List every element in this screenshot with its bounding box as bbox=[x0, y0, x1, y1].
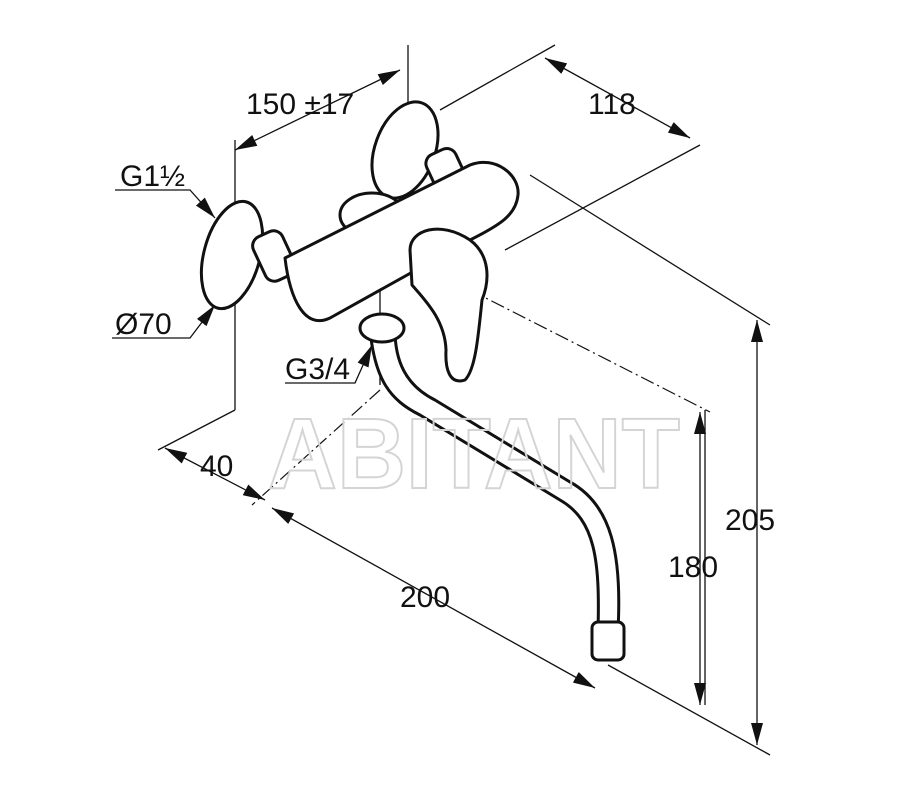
label-spout-height: 180 bbox=[668, 551, 718, 584]
label-depth: 118 bbox=[588, 88, 636, 121]
label-total-height: 205 bbox=[725, 504, 775, 537]
label-rosette-diameter: Ø70 bbox=[115, 308, 172, 341]
label-offset: 40 bbox=[200, 450, 233, 483]
dimension-lines bbox=[112, 57, 763, 745]
label-outlet-thread: G3/4 bbox=[285, 353, 350, 386]
faucet-body bbox=[199, 100, 626, 662]
label-inlet-thread: G1½ bbox=[120, 160, 185, 193]
dimension-labels: 150 ±17 118 G1½ Ø70 G3/4 40 200 180 205 bbox=[115, 88, 775, 614]
watermark: ABITANT bbox=[268, 398, 680, 510]
label-wall-spacing: 150 ±17 bbox=[246, 88, 354, 121]
label-spout-reach: 200 bbox=[400, 581, 450, 614]
